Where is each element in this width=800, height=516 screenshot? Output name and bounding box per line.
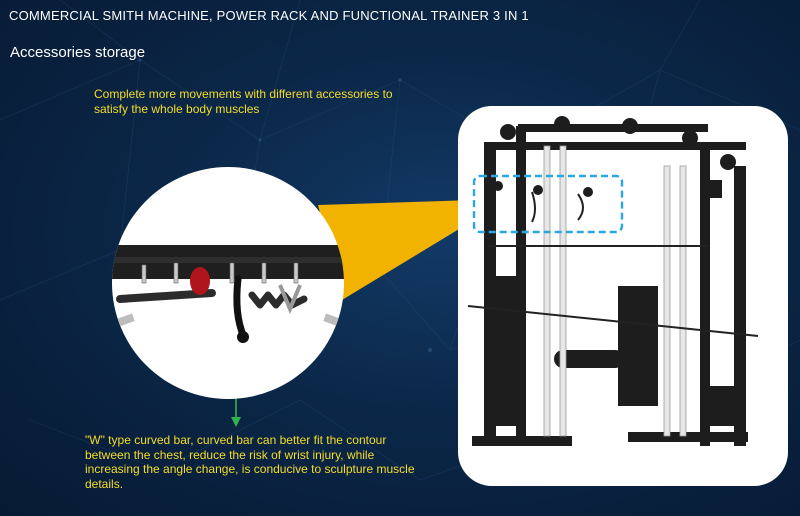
- callout-arrow-head: [231, 417, 241, 427]
- callout-wedge: [318, 200, 474, 300]
- machine-image-panel: [458, 106, 788, 486]
- rope-icon: [233, 275, 248, 341]
- storage-highlight-box: [472, 174, 624, 234]
- section-subtitle: Accessories storage: [10, 44, 146, 61]
- accessory-storage-zoom-circle: [112, 167, 344, 399]
- page-title: COMMERCIAL SMITH MACHINE, POWER RACK AND…: [9, 8, 529, 23]
- smith-machine-illustration: [467, 116, 759, 446]
- tricep-handle-icon: [278, 284, 302, 315]
- curved-bar-caption: "W" type curved bar, curved bar can bett…: [85, 433, 415, 491]
- handle-strap-icon: [190, 267, 210, 295]
- storage-rail-closeup: [112, 245, 344, 343]
- accessories-caption: Complete more movements with different a…: [94, 87, 393, 116]
